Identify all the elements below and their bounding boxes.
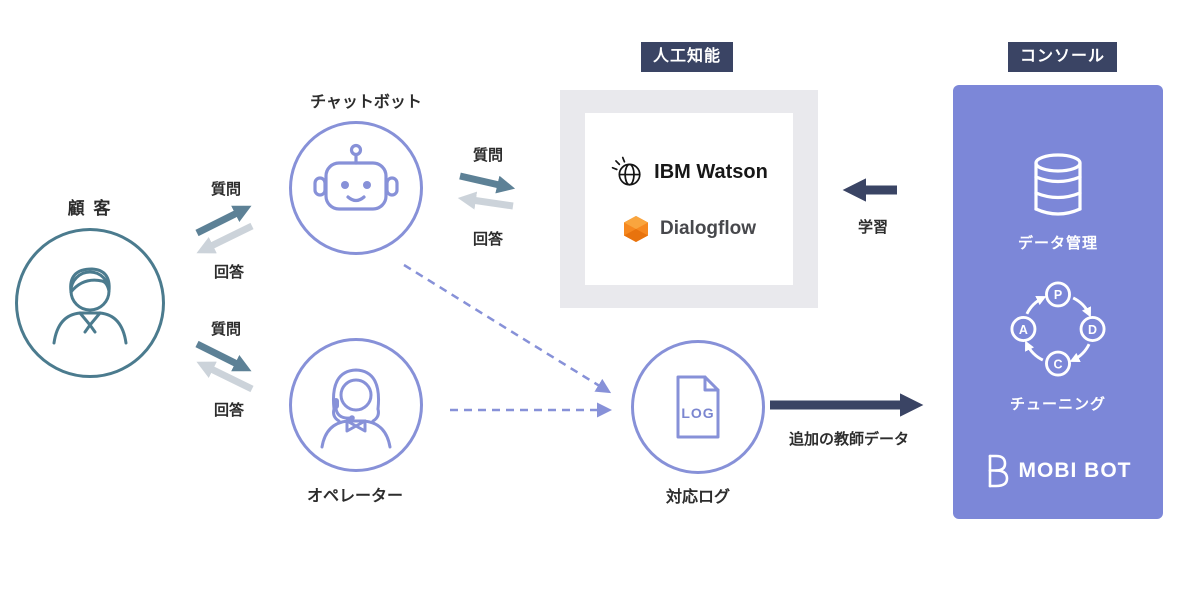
- flow-label-question-1: 質問: [210, 181, 241, 198]
- arrow-question-customer-to-chatbot: [195, 205, 252, 237]
- log-document-icon: LOG: [676, 375, 720, 439]
- chatbot-label: チャットボット: [310, 94, 422, 111]
- console-panel: データ管理 P D C A: [953, 85, 1163, 519]
- flow-label-question-2: 質問: [210, 321, 241, 338]
- data-management-label: データ管理: [1017, 235, 1098, 252]
- dialogflow-logo-row: Dialogflow: [622, 215, 756, 243]
- flow-label-learning: 学習: [857, 219, 888, 236]
- log-doc-text: LOG: [681, 405, 714, 421]
- ai-panel: IBM Watson Dialogflow: [560, 90, 818, 308]
- arrow-answer-ai-to-chatbot: [457, 191, 514, 210]
- watson-logo-row: IBM Watson: [610, 155, 768, 189]
- operator-label: オペレーター: [306, 488, 403, 505]
- arrow-answer-operator-to-customer: [196, 361, 254, 393]
- console-header-label: コンソール: [1020, 48, 1106, 65]
- flow-label-teacher-data: 追加の教師データ: [788, 431, 909, 448]
- ibm-watson-label: IBM Watson: [654, 160, 768, 183]
- robot-icon: [313, 143, 399, 211]
- mobibot-logo-row: MOBI BOT: [953, 453, 1163, 489]
- log-node: LOG: [631, 340, 765, 474]
- console-header-tag: コンソール: [1008, 42, 1118, 72]
- log-label: 対応ログ: [665, 489, 730, 506]
- operator-icon: [320, 368, 392, 449]
- arrow-question-customer-to-operator: [195, 340, 252, 372]
- dialogflow-icon: [623, 216, 648, 242]
- pdca-letter-d: D: [1088, 323, 1097, 337]
- ibm-watson-icon: [611, 156, 641, 186]
- dialogflow-label: Dialogflow: [659, 218, 757, 239]
- pdca-letter-p: P: [1054, 288, 1062, 302]
- database-icon: [1034, 153, 1082, 216]
- mobibot-b-icon: [988, 454, 1008, 488]
- tuning-label: チューニング: [1009, 396, 1106, 413]
- mobibot-label: MOBI BOT: [1018, 459, 1132, 482]
- ai-panel-inner: IBM Watson Dialogflow: [585, 113, 793, 285]
- arrow-question-chatbot-to-ai: [459, 172, 516, 194]
- operator-node: [289, 338, 423, 472]
- dashed-arrow-chatbot-to-log: [403, 263, 612, 394]
- customer-label: 顧 客: [67, 199, 113, 218]
- customer-person-icon: [52, 267, 128, 345]
- pdca-letter-c: C: [1053, 357, 1062, 371]
- arrow-answer-chatbot-to-customer: [196, 222, 254, 254]
- pdca-letter-a: A: [1019, 323, 1028, 337]
- flow-label-answer-1: 回答: [213, 264, 244, 281]
- flow-label-question-3: 質問: [472, 147, 503, 164]
- flow-label-answer-3: 回答: [472, 231, 503, 248]
- customer-node: [15, 228, 165, 378]
- chatbot-node: [289, 121, 423, 255]
- ai-header-tag: 人工知能: [641, 42, 734, 72]
- pdca-cycle-icon: P D C A: [1010, 281, 1106, 377]
- ai-header-label: 人工知能: [653, 48, 722, 65]
- flow-label-answer-2: 回答: [213, 402, 244, 419]
